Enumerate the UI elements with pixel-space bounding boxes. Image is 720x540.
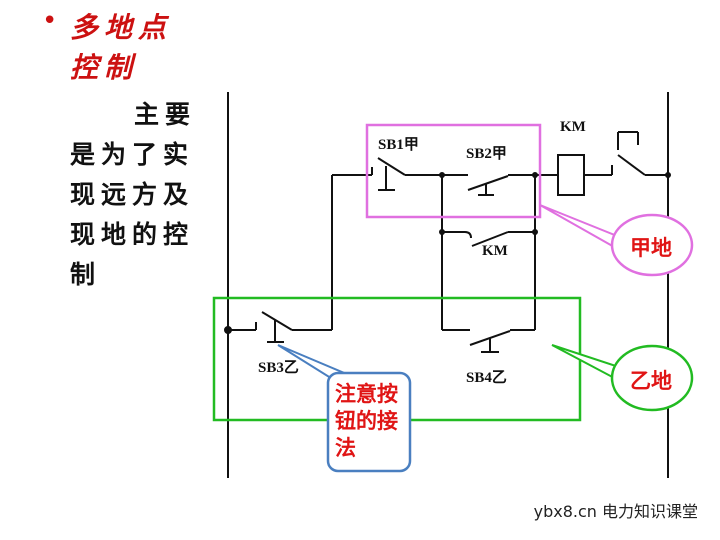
note-text: 注意按钮的接法	[335, 382, 398, 460]
location-a-label: 甲地	[630, 236, 672, 260]
description-text: 主要是为了实现远方及现地的控制	[70, 100, 197, 289]
sb2-start-button	[442, 174, 535, 196]
km-holding-contact	[442, 231, 535, 247]
location-b-bubble	[610, 344, 694, 412]
sb3-label: SB3乙	[258, 360, 299, 376]
watermark: ybx8.cn 电力知识课堂	[533, 502, 698, 521]
location-b-label: 乙地	[630, 369, 672, 393]
sb2-label: SB2甲	[466, 146, 507, 162]
km-contact-label: KM	[482, 243, 508, 259]
location-a-pointer	[539, 204, 624, 250]
sb3-stop-button	[224, 311, 332, 343]
location-a-box	[365, 123, 542, 219]
note-callout-box	[326, 371, 412, 473]
km-overload-contact	[611, 131, 668, 176]
sb1-label: SB1甲	[378, 137, 419, 153]
sb4-start-button	[442, 329, 535, 353]
bullet-marker: •	[42, 6, 58, 36]
km-coil-label: KM	[560, 119, 586, 135]
location-a-bubble	[610, 213, 694, 277]
sb1-stop-button	[371, 157, 442, 191]
km-coil	[557, 154, 585, 196]
slide-title: 多地点控制	[70, 11, 173, 84]
sb4-label: SB4乙	[466, 370, 507, 386]
